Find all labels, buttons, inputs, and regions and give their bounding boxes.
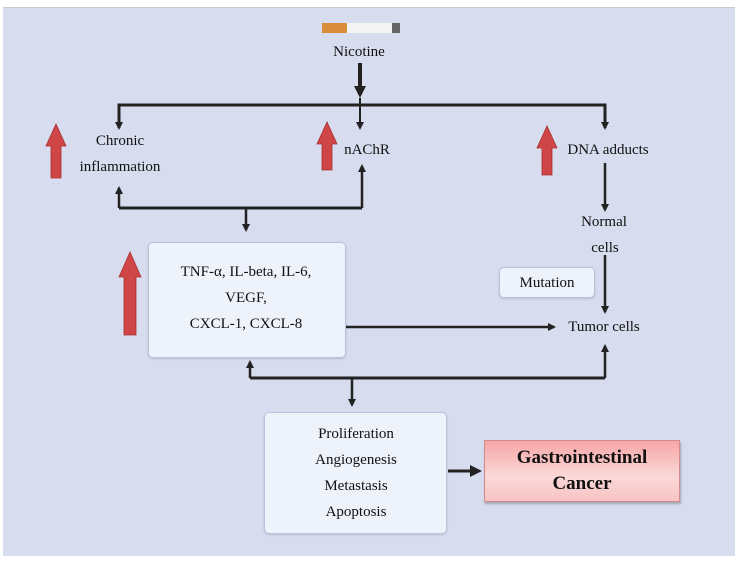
branch-line	[117, 103, 607, 128]
chronic-up-arrow	[45, 123, 67, 179]
angiogenesis-label: Angiogenesis	[315, 452, 397, 468]
dna-adducts-label: DNA adducts	[567, 142, 649, 158]
cells-label: cells	[591, 240, 619, 256]
cytokine-line-1: TNF-α, IL-beta, IL-6,	[180, 264, 312, 280]
mutation-box	[499, 267, 595, 298]
cytokine-box	[148, 242, 346, 358]
chronic-label: Chronic	[95, 133, 145, 149]
dna-up-arrow	[536, 125, 558, 176]
cancer-line-1: Gastrointestinal	[516, 447, 648, 468]
metastasis-label: Metastasis	[324, 478, 388, 494]
nicotine-label: Nicotine	[333, 44, 385, 60]
cytokine-line-3: CXCL-1, CXCL-8	[189, 316, 303, 332]
effects-box	[264, 412, 447, 534]
inflammation-label: inflammation	[79, 159, 161, 175]
cigarette-icon	[322, 23, 400, 33]
nachr-up-arrow	[316, 121, 338, 171]
nachr-label: nAChR	[344, 142, 390, 158]
tumor-cells-label: Tumor cells	[568, 319, 640, 335]
apoptosis-label: Apoptosis	[325, 504, 387, 520]
proliferation-label: Proliferation	[318, 426, 394, 442]
cytokine-up-arrow	[118, 251, 142, 336]
cancer-line-2: Cancer	[552, 473, 612, 494]
mutation-label: Mutation	[519, 275, 575, 291]
normal-label: Normal	[581, 214, 627, 230]
cytokine-line-2: VEGF,	[225, 290, 267, 306]
gastrointestinal-cancer-box: Gastrointestinal Cancer	[484, 440, 680, 502]
